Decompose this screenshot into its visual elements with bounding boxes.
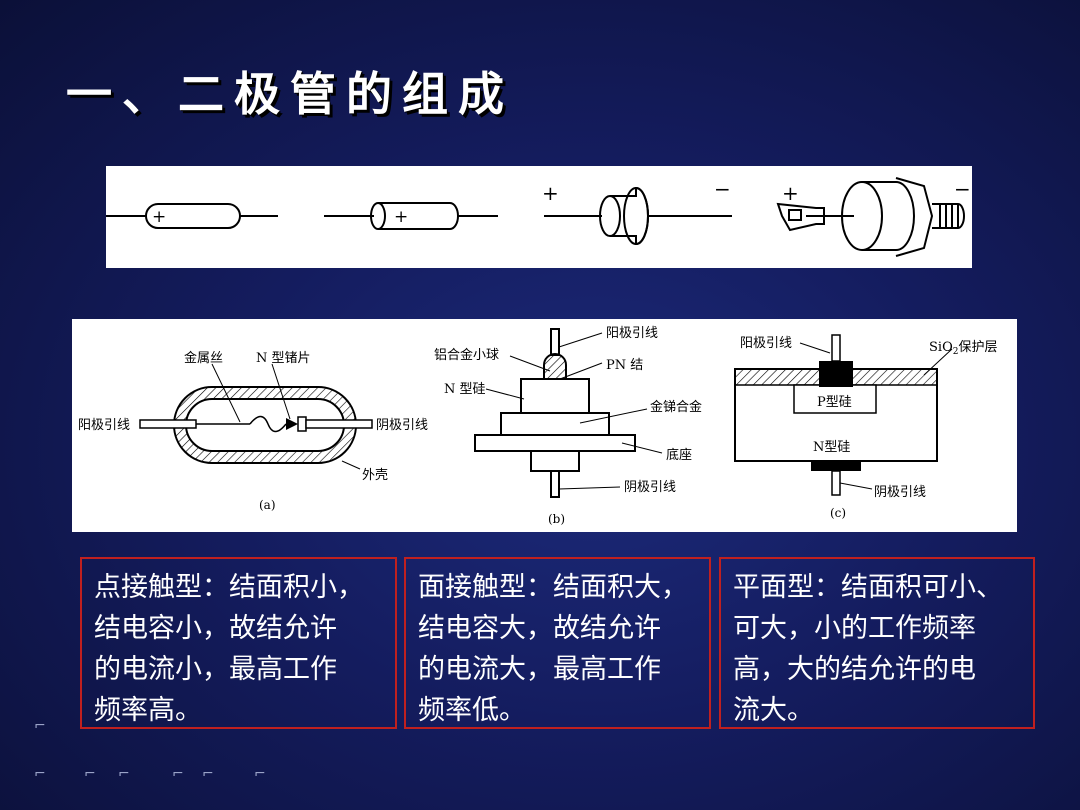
- plus-sign-4: +: [782, 181, 799, 205]
- box-line: 结电容小，故结允许: [94, 613, 337, 644]
- box-line: 点接触型：结面积小，: [94, 572, 364, 603]
- label-shell: 外壳: [362, 468, 388, 483]
- plus-sign-3: +: [542, 181, 559, 205]
- box-line: 的电流小，最高工作: [94, 654, 337, 685]
- diode-packages-drawing: + + + − + −: [106, 177, 971, 257]
- diode-packages-panel: + + + − + −: [106, 166, 972, 268]
- label-cathode-a: 阴极引线: [376, 418, 428, 433]
- box-line: 面接触型：结面积大，: [418, 572, 688, 603]
- label-al-ball: 铝合金小球: [434, 347, 499, 363]
- junction-description: 面接触型：结面积大， 结电容大，故结允许 的电流大，最高工作 频率低。: [404, 557, 711, 729]
- caption-b: (b): [548, 512, 565, 526]
- label-anode-a: 阳极引线: [78, 418, 130, 433]
- plus-sign-1: +: [152, 207, 166, 227]
- label-sio2: SiO2保护层: [929, 340, 997, 357]
- junction-diagram: [474, 328, 636, 498]
- minus-sign-2: −: [954, 177, 971, 201]
- label-anode-c: 阳极引线: [740, 336, 792, 351]
- diode-structure-panel: 金属丝 N 型锗片 阳极引线 阴极引线 外壳 (a) 阳极引线 铝合金小球 PN…: [72, 319, 1017, 532]
- planar-diagram: [734, 334, 953, 496]
- label-n-germanium: N 型锗片: [256, 351, 311, 366]
- label-base: 底座: [666, 447, 692, 463]
- point-contact-description: 点接触型：结面积小， 结电容小，故结允许 的电流小，最高工作 频率高。: [80, 557, 397, 729]
- box-line: 平面型：结面积可小、: [733, 572, 1003, 603]
- decor-mark: ⌐: [202, 766, 214, 782]
- box-line: 流大。: [733, 695, 814, 726]
- minus-sign-1: −: [714, 177, 731, 201]
- decor-mark: ⌐: [34, 718, 46, 734]
- label-metal-wire: 金属丝: [184, 350, 223, 366]
- label-cathode-b: 阴极引线: [624, 480, 676, 495]
- decor-mark: ⌐: [254, 766, 266, 782]
- label-n-silicon-b: N 型硅: [444, 382, 486, 397]
- box-line: 高，大的结允许的电: [733, 654, 976, 685]
- box-line: 可大，小的工作频率: [733, 613, 976, 644]
- label-pn-junction: PN 结: [606, 358, 643, 373]
- box-line: 结电容大，故结允许: [418, 613, 661, 644]
- diode-structure-drawing: 金属丝 N 型锗片 阳极引线 阴极引线 外壳 (a) 阳极引线 铝合金小球 PN…: [78, 326, 997, 526]
- label-p-silicon: P型硅: [817, 395, 852, 410]
- label-n-silicon-c: N型硅: [813, 440, 850, 455]
- slide-title: 一、二极管的组成: [66, 67, 514, 121]
- label-cathode-c: 阴极引线: [874, 485, 926, 500]
- decor-mark: ⌐: [34, 766, 46, 782]
- label-anode-b: 阳极引线: [606, 326, 658, 341]
- label-au-sb-alloy: 金锑合金: [650, 399, 702, 415]
- decor-mark: ⌐: [118, 766, 130, 782]
- box-line: 频率低。: [418, 695, 526, 726]
- decor-mark: ⌐: [84, 766, 96, 782]
- box-line: 频率高。: [94, 695, 202, 726]
- box-line: 的电流大，最高工作: [418, 654, 661, 685]
- caption-c: (c): [830, 506, 846, 520]
- caption-a: (a): [259, 498, 276, 512]
- point-contact-diagram: [139, 363, 373, 470]
- planar-description: 平面型：结面积可小、 可大，小的工作频率 高，大的结允许的电 流大。: [719, 557, 1035, 729]
- plus-sign-2: +: [394, 207, 408, 227]
- decor-mark: ⌐: [172, 766, 184, 782]
